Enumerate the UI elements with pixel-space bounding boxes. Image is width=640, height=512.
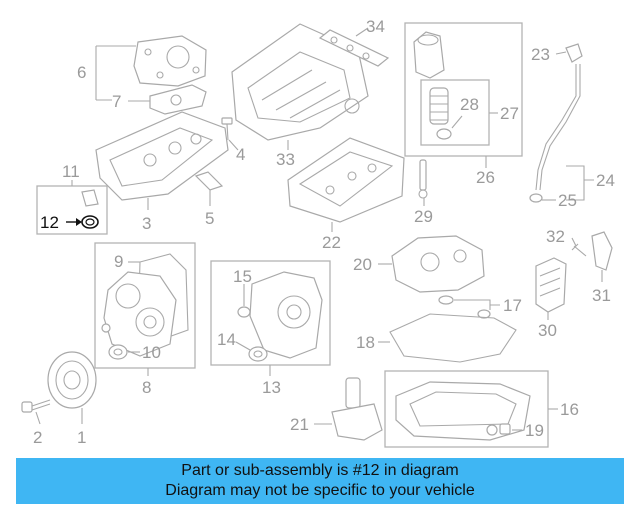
callout-31[interactable]: 31	[592, 286, 611, 305]
part-20-oil-pump	[391, 235, 485, 293]
callout-34[interactable]: 34	[366, 17, 385, 36]
callout-9[interactable]: 9	[114, 252, 123, 271]
part-24-dipstick-tube	[535, 64, 581, 191]
part-16-oil-pan	[395, 381, 531, 441]
callout-13[interactable]: 13	[262, 378, 281, 397]
group-box-8	[94, 242, 196, 369]
part-6-plate	[133, 35, 207, 87]
callout-22[interactable]: 22	[322, 233, 341, 252]
callout-24[interactable]: 24	[596, 171, 615, 190]
part-11-cap	[81, 189, 99, 207]
callout-10[interactable]: 10	[142, 343, 161, 362]
callout-6[interactable]: 6	[77, 63, 86, 82]
part-7-plate	[149, 84, 207, 115]
part-8-timing-cover	[103, 271, 177, 357]
callout-4[interactable]: 4	[236, 145, 245, 164]
callout-12[interactable]: 12	[40, 213, 59, 232]
part-26-filter-housing	[413, 31, 445, 79]
part-28-o-ring	[436, 128, 452, 140]
callout-25[interactable]: 25	[558, 191, 577, 210]
leader-14	[235, 341, 251, 351]
part-29-sensor	[418, 159, 428, 199]
leader-12-arrowhead	[76, 218, 82, 226]
part-27-filter-element	[429, 87, 449, 125]
part-4-bolt	[221, 117, 233, 141]
callout-29[interactable]: 29	[414, 207, 433, 226]
callout-27[interactable]: 27	[500, 104, 519, 123]
leader-28	[451, 115, 463, 129]
leader-17	[454, 299, 500, 310]
info-banner: Part or sub-assembly is #12 in diagram D…	[16, 458, 624, 504]
part-8-bolt	[101, 323, 111, 333]
banner-part-line: Part or sub-assembly is #12 in diagram	[181, 462, 459, 479]
part-31-gasket	[591, 231, 613, 271]
callout-11[interactable]: 11	[62, 162, 80, 181]
callout-7[interactable]: 7	[112, 92, 121, 111]
leader-32	[571, 237, 577, 247]
part-34-gasket	[318, 29, 390, 67]
leader-23	[555, 51, 567, 55]
callout-20[interactable]: 20	[353, 255, 372, 274]
part-14-seal	[248, 346, 268, 362]
part-33-intake-manifold	[231, 23, 369, 141]
part-13-front-cover	[249, 271, 323, 359]
callout-17[interactable]: 17	[503, 296, 522, 315]
part-30-oil-cooler	[535, 257, 567, 313]
callout-26[interactable]: 26	[476, 168, 495, 187]
part-19-plug	[486, 423, 511, 436]
part-2-bolt	[21, 399, 51, 413]
bracket-24	[566, 165, 594, 201]
part-1-pulley	[47, 351, 97, 409]
part-3-valve-cover	[95, 111, 229, 201]
parts-diagram: 1 2 3 4 5 6 7 8 9 10 11 12 13 14 15 16 1…	[21, 17, 615, 448]
callout-8[interactable]: 8	[142, 378, 151, 397]
callout-16[interactable]: 16	[560, 400, 579, 419]
part-12-o-ring	[81, 215, 99, 229]
part-21-oil-level-sensor	[331, 377, 383, 441]
callout-2[interactable]: 2	[33, 428, 42, 447]
callout-5[interactable]: 5	[205, 209, 214, 228]
part-22-cylinder-head	[287, 137, 405, 223]
callout-28[interactable]: 28	[460, 95, 479, 114]
callout-32[interactable]: 32	[546, 227, 565, 246]
callout-33[interactable]: 33	[276, 150, 295, 169]
callout-14[interactable]: 14	[217, 330, 236, 349]
callout-30[interactable]: 30	[538, 321, 557, 340]
part-5-bracket	[194, 171, 224, 191]
callout-18[interactable]: 18	[356, 333, 375, 352]
callout-1[interactable]: 1	[77, 428, 86, 447]
leader-2	[35, 411, 41, 425]
group-box-26	[404, 22, 523, 157]
callout-23[interactable]: 23	[531, 45, 550, 64]
part-17-gasket	[438, 295, 491, 319]
callout-21[interactable]: 21	[290, 415, 309, 434]
part-23-dipstick-handle	[565, 43, 583, 63]
callout-15[interactable]: 15	[233, 267, 252, 286]
part-18-pan-gasket	[389, 313, 517, 363]
leader-34	[355, 27, 369, 37]
leader-4	[228, 139, 239, 151]
part-10-seal	[108, 344, 128, 360]
callout-19[interactable]: 19	[525, 421, 544, 440]
part-25-washer	[529, 193, 543, 203]
callout-3[interactable]: 3	[142, 214, 151, 233]
banner-disclaimer-line: Diagram may not be specific to your vehi…	[165, 482, 475, 499]
part-15-seal	[237, 306, 251, 318]
part-32-bolt	[571, 243, 587, 257]
bracket-6	[95, 45, 136, 101]
